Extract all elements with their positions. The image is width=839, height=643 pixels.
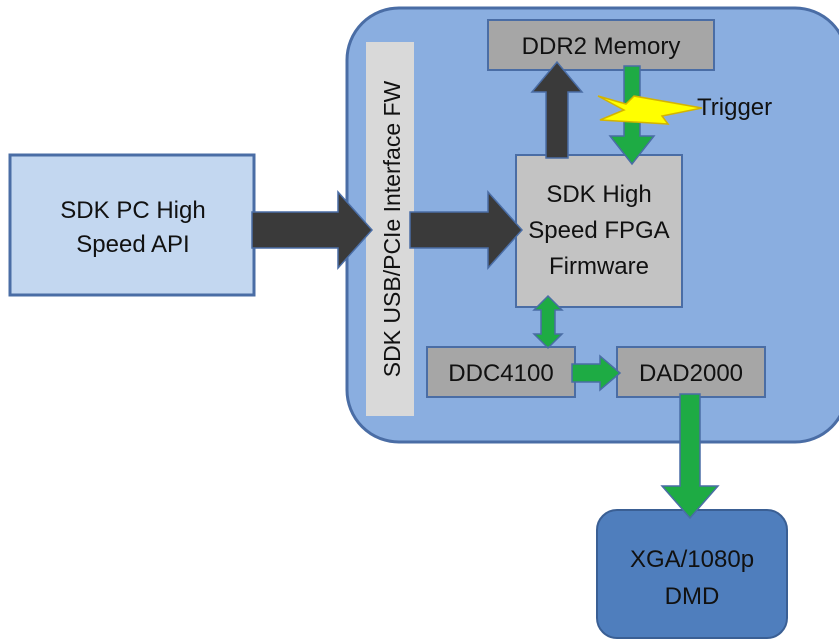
dad2000-to-dmd-arrow — [660, 393, 720, 520]
fpga-ddc4100-bidirectional-arrow — [532, 294, 564, 350]
api-to-interface-arrow — [251, 190, 374, 270]
ddc4100-to-dad2000-arrow — [571, 354, 622, 392]
api-label-line1: SDK PC High — [60, 197, 205, 224]
fpga-label-line1: SDK High — [546, 181, 651, 208]
dad2000-block: DAD2000 — [616, 346, 766, 398]
trigger-label: Trigger — [697, 94, 772, 121]
sdk-pc-api-block: SDK PC High Speed API — [8, 153, 256, 297]
usb-pcie-interface-fw-block: SDK USB/PCIe Interface FW — [366, 42, 414, 416]
interface-fw-label: SDK USB/PCIe Interface FW — [379, 80, 405, 377]
ddr2-memory-block: DDR2 Memory — [487, 19, 715, 71]
interface-to-fpga-arrow — [409, 190, 524, 270]
dmd-label-line2: DMD — [665, 583, 720, 610]
fpga-to-ddr2-arrow — [530, 60, 584, 159]
fpga-label-line3: Firmware — [549, 253, 649, 280]
dmd-label-line1: XGA/1080p — [630, 546, 754, 573]
dad2000-label: DAD2000 — [639, 360, 743, 387]
ddr2-memory-label: DDR2 Memory — [522, 33, 681, 60]
ddc4100-label: DDC4100 — [448, 360, 553, 387]
fpga-firmware-block: SDK High Speed FPGA Firmware — [515, 154, 683, 308]
dmd-block: XGA/1080p DMD — [596, 509, 788, 639]
ddc4100-block: DDC4100 — [426, 346, 576, 398]
fpga-label-line2: Speed FPGA — [528, 217, 669, 244]
api-label-line2: Speed API — [76, 231, 189, 258]
lightning-bolt-icon — [597, 95, 703, 125]
